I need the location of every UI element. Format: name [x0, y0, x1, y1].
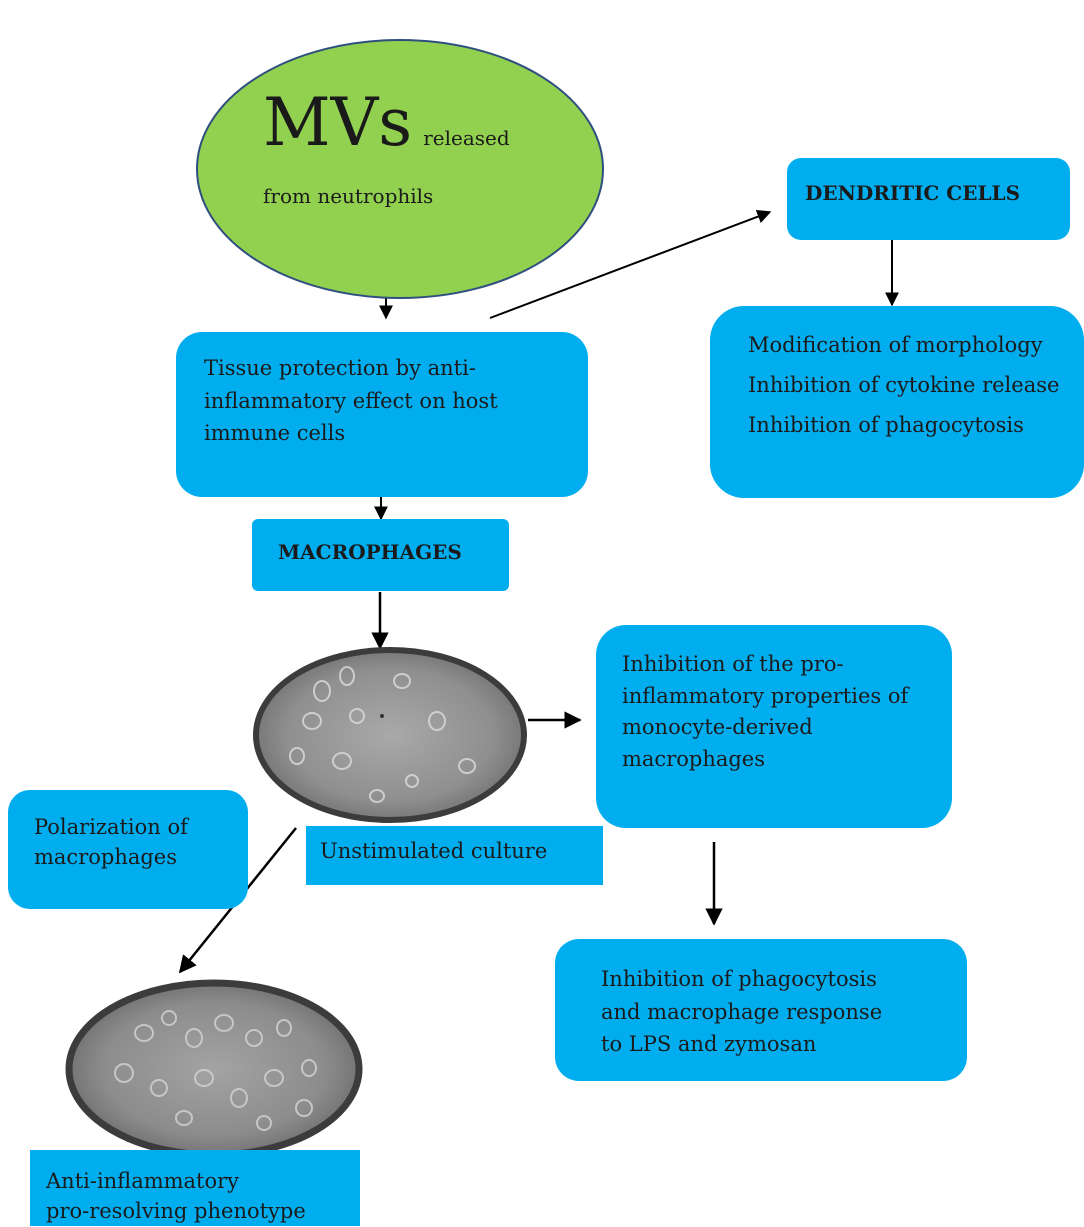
dendritic-cells-box: DENDRITIC CELLS [787, 158, 1070, 240]
anti-inflammatory-line-1: Anti-inflammatory [46, 1169, 240, 1193]
polarization-box: Polarization of macrophages [8, 790, 248, 909]
polarization-line-1: Polarization of [34, 815, 188, 839]
dendritic-effect-morphology: Modification of morphology [748, 333, 1043, 357]
unstimulated-culture-label: Unstimulated culture [320, 839, 548, 863]
polarization-line-2: macrophages [34, 845, 178, 870]
inhibition-pro-line-2: inflammatory properties of [622, 683, 909, 708]
tissue-line-2: inflammatory effect on host [204, 388, 498, 413]
inhibition-phago-line-3: to LPS and zymosan [601, 1032, 817, 1057]
mvs-title: MVs [263, 84, 413, 161]
anti-inflammatory-line-2: pro-resolving phenotype [46, 1199, 306, 1224]
inhibition-phagocytosis-box: Inhibition of phagocytosis and macrophag… [555, 939, 967, 1081]
polarized-culture-image [65, 979, 363, 1159]
inhibition-phago-line-1: Inhibition of phagocytosis [601, 967, 877, 991]
inhibition-pro-line-1: Inhibition of the pro- [622, 652, 844, 676]
inhibition-phago-line-2: and macrophage response [601, 999, 883, 1024]
dendritic-effects-box: Modification of morphology Inhibition of… [710, 306, 1084, 498]
dendritic-effect-cytokine: Inhibition of cytokine release [748, 372, 1060, 397]
inhibition-pro-line-4: macrophages [622, 746, 766, 771]
anti-inflammatory-box: Anti-inflammatory pro-resolving phenotyp… [30, 1150, 360, 1226]
tissue-protection-box: Tissue protection by anti- inflammatory … [176, 332, 588, 497]
arrow-tissue-to-dendritic [489, 209, 772, 319]
mvs-source-text: from neutrophils [263, 184, 434, 208]
dendritic-effect-phagocytosis: Inhibition of phagocytosis [748, 412, 1024, 437]
mvs-released-text: released [423, 126, 510, 150]
unstimulated-culture-box: Unstimulated culture [306, 826, 603, 885]
dendritic-cells-label: DENDRITIC CELLS [805, 181, 1021, 205]
mvs-node: MVs released from neutrophils [195, 38, 605, 300]
inhibition-pro-line-3: monocyte-derived [622, 715, 813, 739]
macrophages-box: MACROPHAGES [252, 519, 509, 591]
inhibition-proinflammatory-box: Inhibition of the pro- inflammatory prop… [596, 625, 952, 828]
tissue-line-3: immune cells [204, 421, 346, 446]
tissue-line-1: Tissue protection by anti- [204, 356, 476, 380]
mvs-ellipse [196, 39, 604, 299]
macrophages-label: MACROPHAGES [278, 540, 462, 564]
unstimulated-culture-image [253, 647, 527, 823]
